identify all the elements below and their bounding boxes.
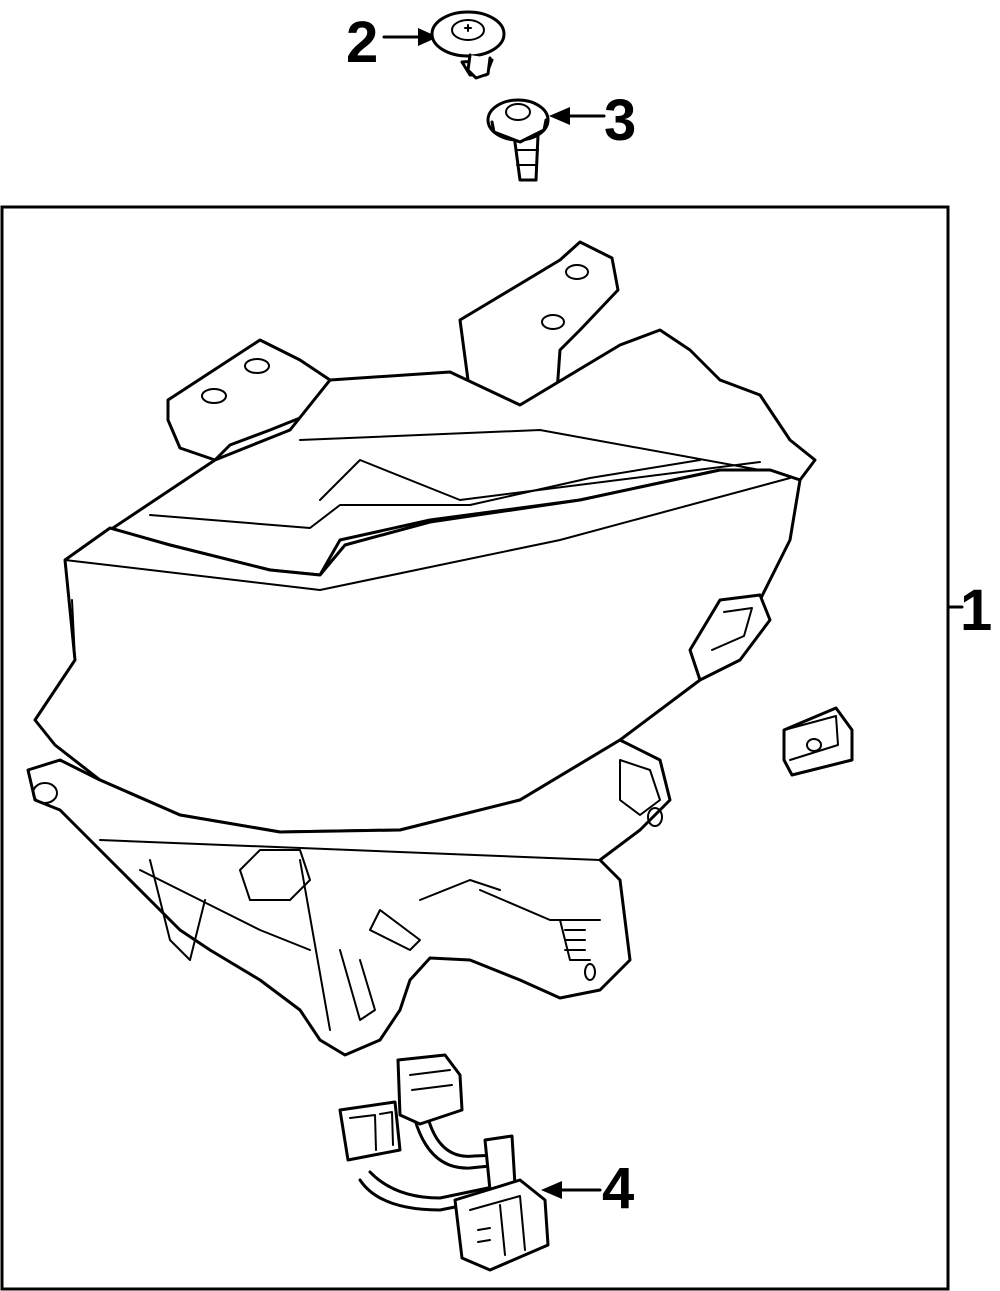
arrowhead-2 (418, 28, 438, 46)
callout-number-2: 2 (346, 10, 378, 75)
headlamp-assembly (26, 240, 817, 1057)
arrowhead-3 (549, 107, 570, 125)
retaining-clip (782, 706, 854, 777)
arrowhead-4 (541, 1181, 562, 1199)
callout-number-1: 1 (960, 578, 992, 643)
assembly-frame (0, 205, 950, 1291)
callout-number-3: 3 (604, 88, 636, 153)
part-3-bolt (486, 98, 550, 182)
callout-number-4: 4 (602, 1156, 634, 1221)
part-2-screw (430, 10, 506, 80)
part-4-wiring-harness (338, 1053, 550, 1272)
